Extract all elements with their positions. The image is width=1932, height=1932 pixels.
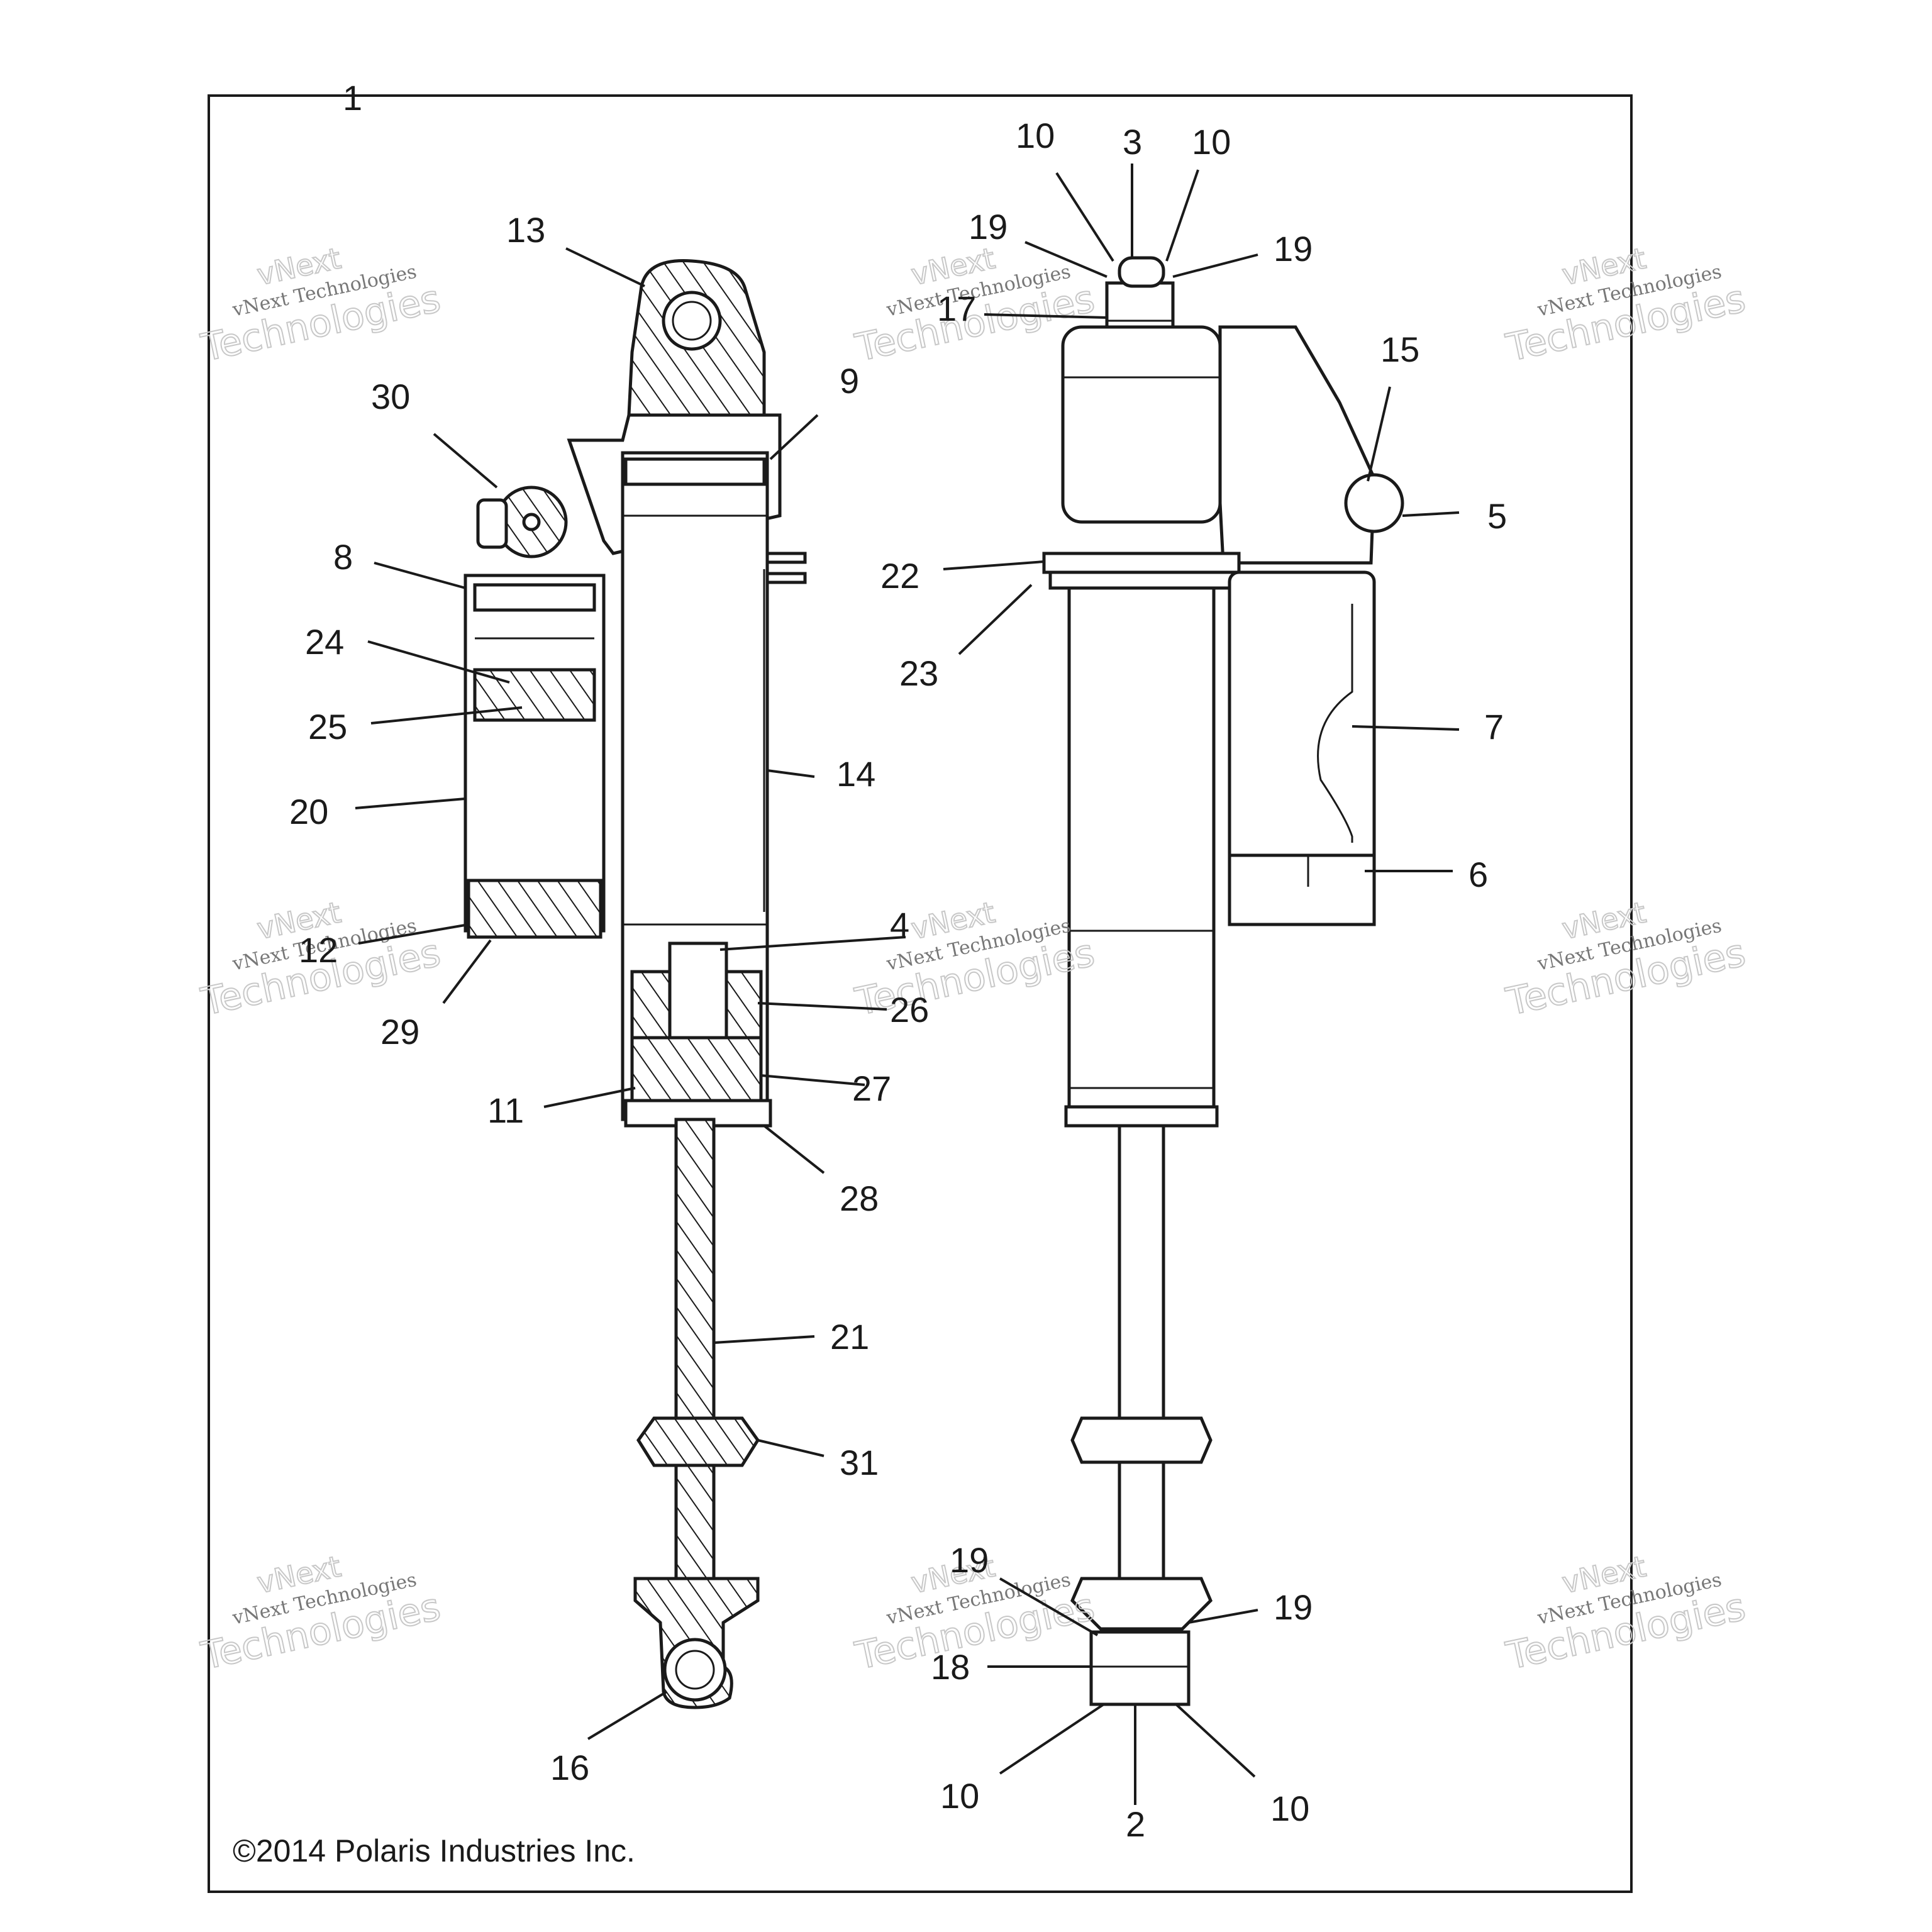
- callout-10: 10: [940, 1776, 979, 1816]
- top-eyelet-bearing: [662, 291, 722, 351]
- callout-21: 21: [830, 1317, 869, 1357]
- right-shock-exterior-view: [1042, 256, 1404, 1706]
- bottom-bushing: [1089, 1630, 1191, 1706]
- callout-7: 7: [1484, 707, 1504, 747]
- callout-23: 23: [899, 653, 938, 693]
- right-shaft: [1118, 1124, 1165, 1580]
- callout-19: 19: [1274, 1587, 1313, 1627]
- shock-head: [1061, 325, 1222, 524]
- right-body-tube: [1067, 586, 1216, 1124]
- callout-1: 1: [343, 78, 362, 118]
- callout-30: 30: [371, 377, 410, 416]
- callout-14: 14: [836, 754, 875, 794]
- callout-10: 10: [1192, 122, 1231, 162]
- callout-19: 19: [1274, 229, 1313, 269]
- callout-22: 22: [880, 556, 919, 596]
- callout-12: 12: [299, 930, 338, 970]
- shaft: [674, 1118, 716, 1612]
- preload-ring-upper: [1042, 552, 1241, 574]
- callout-2: 2: [1126, 1804, 1145, 1844]
- right-bump-stop: [1070, 1416, 1213, 1464]
- callout-10: 10: [1270, 1789, 1309, 1828]
- callout-5: 5: [1487, 496, 1507, 536]
- reservoir-body: [464, 574, 606, 933]
- preload-ring-lower: [1048, 570, 1235, 590]
- callout-9: 9: [840, 361, 859, 401]
- watermarks: vNext Technologies vNext Technologies vN…: [197, 240, 1750, 1679]
- callout-28: 28: [840, 1179, 879, 1218]
- callout-24: 24: [305, 622, 344, 662]
- callout-10: 10: [1016, 116, 1055, 155]
- callout-4: 4: [890, 905, 909, 945]
- reservoir-endcap: [467, 879, 602, 939]
- callout-13: 13: [506, 210, 545, 250]
- callout-25: 25: [308, 707, 347, 747]
- callout-20: 20: [289, 792, 328, 831]
- callout-29: 29: [380, 1012, 419, 1052]
- callout-15: 15: [1380, 330, 1419, 369]
- leader-lines: [355, 164, 1460, 1805]
- left-shock-section-view: [464, 259, 807, 1709]
- callout-16: 16: [550, 1748, 589, 1787]
- right-reservoir-bridge: [1218, 325, 1376, 565]
- bottom-eyelet-bearing: [663, 1638, 727, 1702]
- callout-labels: 1 13 30 9 8 24 25 20 14 12 29 4 26 27 11…: [289, 78, 1507, 1844]
- callout-6: 6: [1468, 855, 1488, 894]
- callout-8: 8: [333, 537, 353, 577]
- copyright-notice: ©2014 Polaris Industries Inc.: [233, 1833, 635, 1868]
- valve-stack: [630, 1036, 763, 1102]
- callout-11: 11: [487, 1091, 524, 1130]
- reservoir-cap: [1228, 853, 1376, 926]
- callout-19: 19: [950, 1540, 989, 1580]
- callout-3: 3: [1123, 122, 1142, 162]
- bump-stop: [636, 1416, 760, 1467]
- callout-26: 26: [890, 990, 929, 1030]
- callout-18: 18: [931, 1647, 970, 1687]
- callout-31: 31: [840, 1443, 879, 1482]
- callout-17: 17: [937, 289, 976, 328]
- callout-19: 19: [969, 207, 1008, 247]
- diagram-frame: [208, 94, 1633, 1893]
- callout-27: 27: [852, 1069, 891, 1108]
